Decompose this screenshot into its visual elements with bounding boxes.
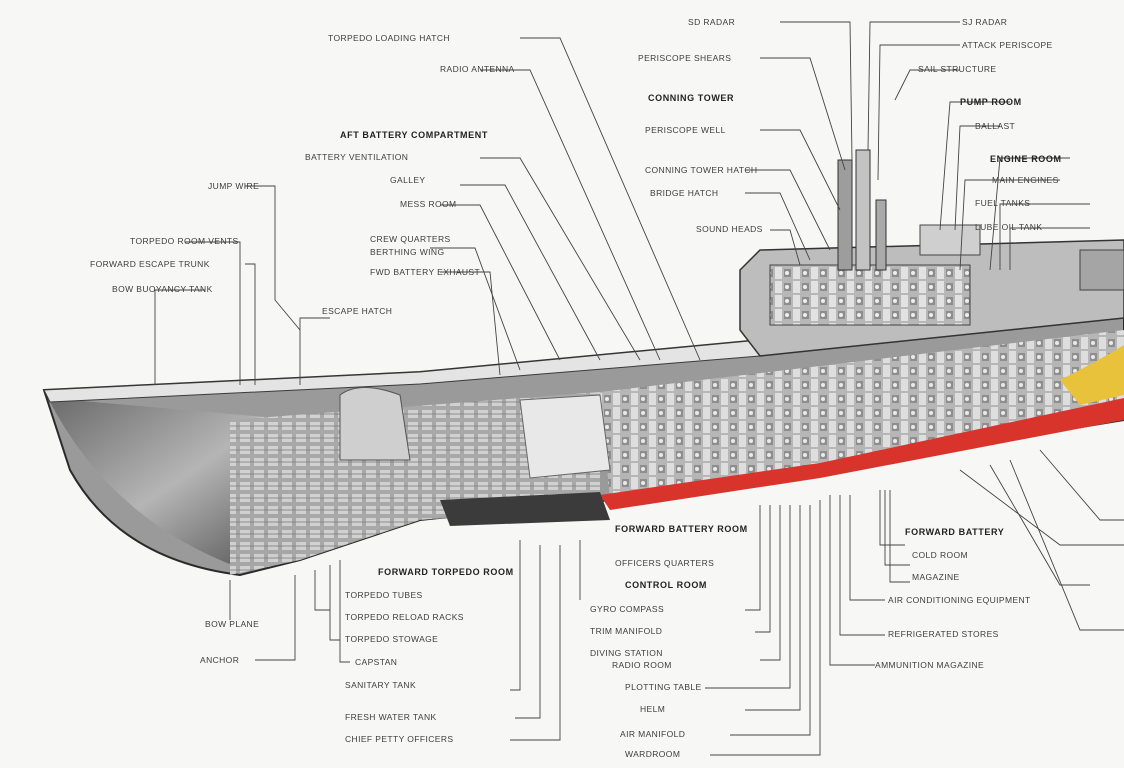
label-jump-wire: JUMP WIRE: [208, 181, 259, 191]
label-refrigerated: REFRIGERATED STORES: [888, 629, 999, 639]
label-fwd-battery-exhaust: FWD BATTERY EXHAUST: [370, 267, 480, 277]
label-torpedo-room-vents: TORPEDO ROOM VENTS: [130, 236, 239, 246]
label-attack-periscope: ATTACK PERISCOPE: [962, 40, 1053, 50]
label-periscope-well: PERISCOPE WELL: [645, 125, 726, 135]
label-gyro-compass: GYRO COMPASS: [590, 604, 664, 614]
label-radio-room: RADIO ROOM: [612, 660, 672, 670]
label-wardroom: WARDROOM: [625, 749, 680, 759]
label-torpedo-loading-hatch: TORPEDO LOADING HATCH: [328, 33, 450, 43]
label-galley: GALLEY: [390, 175, 425, 185]
label-battery-ventilation: BATTERY VENTILATION: [305, 152, 408, 162]
label-ammunition: AMMUNITION MAGAZINE: [875, 660, 984, 670]
label-engine-room: ENGINE ROOM: [990, 154, 1062, 164]
label-sanitary-tank: SANITARY TANK: [345, 680, 416, 690]
label-conning-tower-hatch: CONNING TOWER HATCH: [645, 165, 757, 175]
label-torpedo-stowage: TORPEDO STOWAGE: [345, 634, 438, 644]
label-pump-room: PUMP ROOM: [960, 97, 1022, 107]
label-officers-quarters: OFFICERS QUARTERS: [615, 558, 714, 568]
hull: [42, 298, 1124, 577]
label-sd-radar: SD RADAR: [688, 17, 735, 27]
label-sj-radar: SJ RADAR: [962, 17, 1007, 27]
label-forward-escape-trunk: FORWARD ESCAPE TRUNK: [90, 259, 210, 269]
label-radio-antenna: RADIO ANTENNA: [440, 64, 515, 74]
label-magazine: MAGAZINE: [912, 572, 960, 582]
label-cold-room: COLD ROOM: [912, 550, 968, 560]
label-bow-plane: BOW PLANE: [205, 619, 259, 629]
label-aft-battery-compartment: AFT BATTERY COMPARTMENT: [340, 130, 488, 140]
label-torpedo-tubes: TORPEDO TUBES: [345, 590, 423, 600]
label-bridge-hatch: BRIDGE HATCH: [650, 188, 718, 198]
label-forward-torpedo-room: FORWARD TORPEDO ROOM: [378, 567, 514, 577]
label-escape-hatch: ESCAPE HATCH: [322, 306, 392, 316]
label-air-manifold: AIR MANIFOLD: [620, 729, 685, 739]
label-bow-buoyancy: BOW BUOYANCY TANK: [112, 284, 213, 294]
leader-lines: [154, 21, 1124, 756]
label-sail-structure: SAIL STRUCTURE: [918, 64, 997, 74]
sail: [739, 149, 1124, 357]
label-diving-station: DIVING STATION: [590, 648, 663, 658]
label-capstan: CAPSTAN: [355, 657, 397, 667]
label-berthing-wing: BERTHING WING: [370, 247, 444, 257]
label-chief-petty: CHIEF PETTY OFFICERS: [345, 734, 453, 744]
label-helm: HELM: [640, 704, 665, 714]
label-fresh-water: FRESH WATER TANK: [345, 712, 437, 722]
label-forward-battery: FORWARD BATTERY: [905, 527, 1004, 537]
label-lube-oil: LUBE OIL TANK: [975, 222, 1042, 232]
label-anchor: ANCHOR: [200, 655, 239, 665]
label-trim-manifold: TRIM MANIFOLD: [590, 626, 662, 636]
label-crew-quarters: CREW QUARTERS: [370, 234, 451, 244]
label-main-engines: MAIN ENGINES: [992, 175, 1059, 185]
label-air-conditioning: AIR CONDITIONING EQUIPMENT: [888, 595, 1031, 605]
label-fuel-tanks: FUEL TANKS: [975, 198, 1030, 208]
label-sound-heads: SOUND HEADS: [696, 224, 763, 234]
label-periscope-shears: PERISCOPE SHEARS: [638, 53, 731, 63]
label-conning-tower: CONNING TOWER: [648, 93, 734, 103]
label-mess-room: MESS ROOM: [400, 199, 457, 209]
label-torpedo-reload: TORPEDO RELOAD RACKS: [345, 612, 464, 622]
label-plotting-table: PLOTTING TABLE: [625, 682, 702, 692]
label-ballast: BALLAST: [975, 121, 1015, 131]
label-control-room: CONTROL ROOM: [625, 580, 707, 590]
label-forward-battery-room: FORWARD BATTERY ROOM: [615, 524, 748, 534]
